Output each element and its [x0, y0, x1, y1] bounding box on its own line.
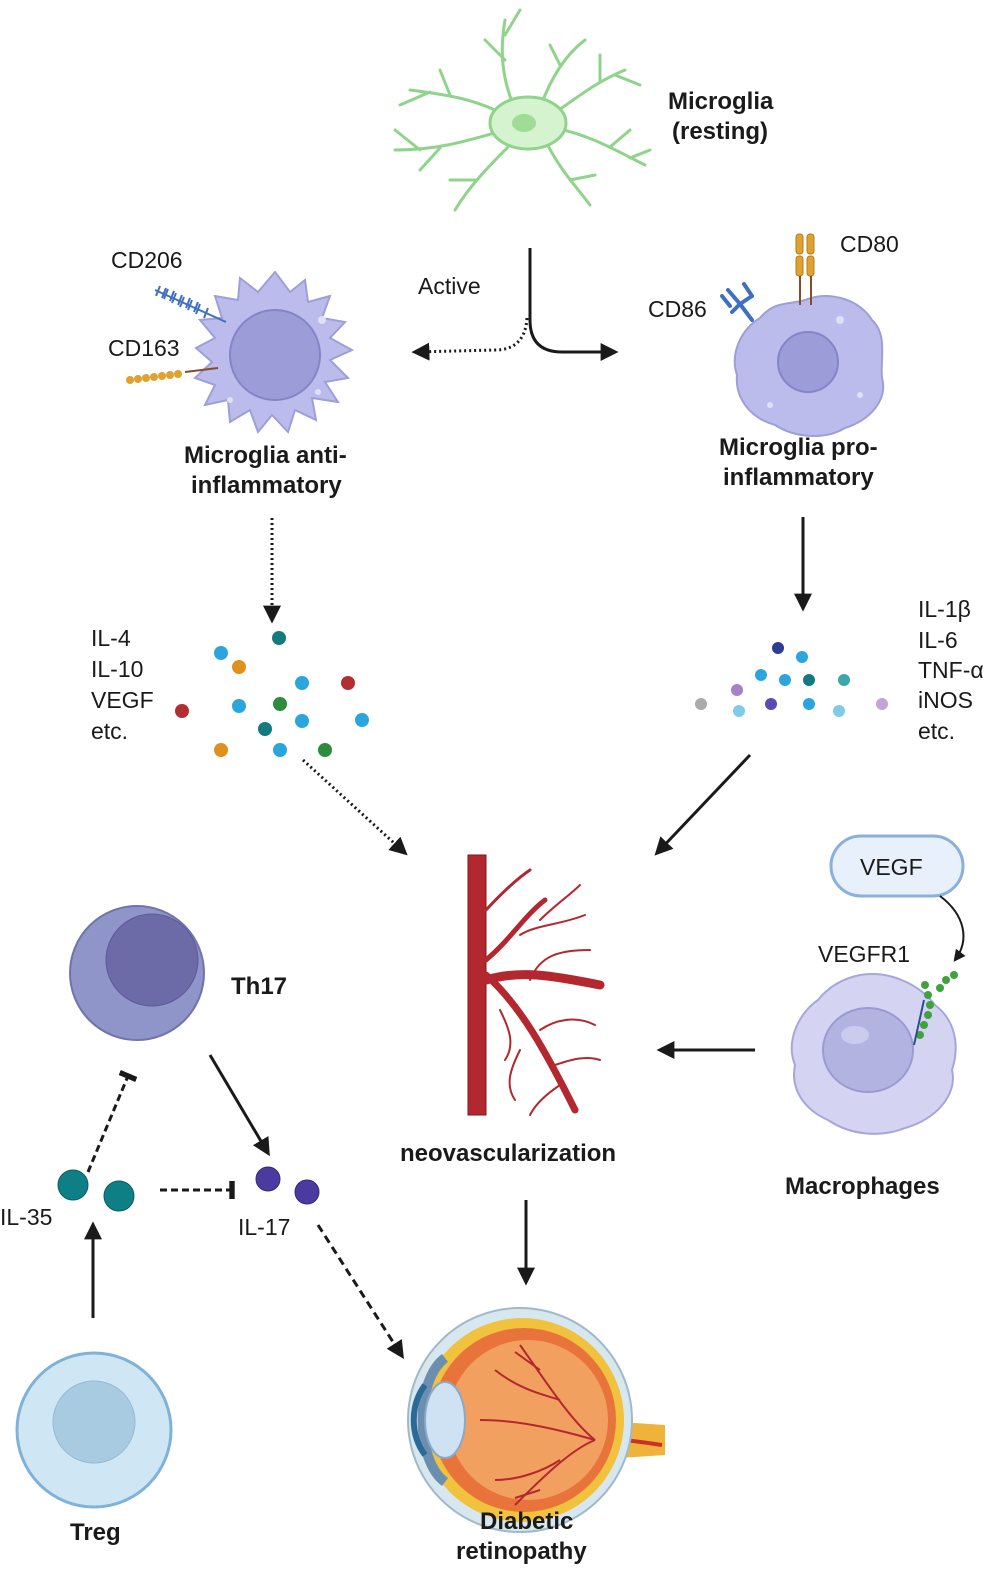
arrow-anti-cytokines-to-vessel [301, 758, 408, 856]
th17-cell-icon [69, 905, 205, 1041]
pro-inflammatory-label-line1: Microglia pro- [719, 434, 878, 461]
resting-microglia-icon [393, 8, 652, 212]
vegfr1-label: VEGFR1 [818, 941, 910, 967]
cd80-label: CD80 [840, 231, 899, 257]
pro-cytokine-1: IL-1β [918, 596, 971, 622]
il35-dots [57, 1169, 135, 1212]
activation-arrow-anti [411, 317, 529, 361]
il17-label: IL-17 [238, 1214, 290, 1240]
th17-label: Th17 [231, 973, 287, 1000]
cd86-label: CD86 [648, 296, 707, 322]
cd163-label: CD163 [108, 335, 180, 361]
anti-cytokine-dots [175, 631, 369, 757]
arrow-il17-to-retinopathy [316, 1224, 404, 1360]
diabetic-retinopathy-label-line1: Diabetic [480, 1508, 573, 1535]
pro-cytokine-3: TNF-α [918, 657, 984, 683]
pro-cytokine-5: etc. [918, 718, 955, 744]
arrow-th17-to-il17 [208, 1054, 270, 1157]
pro-cytokine-4: iNOS [918, 687, 973, 713]
treg-cell-icon [15, 1351, 173, 1509]
microglia-resting-label-line1: Microglia [668, 88, 774, 115]
pro-microglia-icon [720, 233, 885, 437]
anti-cytokine-3: VEGF [91, 687, 154, 713]
arrow-pro-cytokines-to-vessel [654, 753, 752, 856]
anti-cytokine-2: IL-10 [91, 656, 143, 682]
anti-cytokine-1: IL-4 [91, 625, 131, 651]
microglia-resting-label-line2: (resting) [672, 118, 768, 145]
anti-inflammatory-label-line1: Microglia anti- [184, 442, 347, 469]
neovascularization-label: neovascularization [400, 1140, 616, 1167]
vegf-box [829, 834, 965, 898]
diabetic-retinopathy-label-line2: retinopathy [456, 1538, 587, 1565]
eye-icon [407, 1307, 665, 1533]
vegf-label: VEGF [860, 854, 923, 880]
blood-vessel-icon [467, 854, 605, 1116]
anti-microglia-icon [126, 270, 355, 434]
inhibit-il35-th17 [86, 1070, 138, 1173]
anti-cytokine-4: etc. [91, 718, 128, 744]
active-label: Active [418, 273, 481, 299]
macrophage-icon [790, 971, 958, 1135]
arrow-vegf-to-receptor [939, 895, 966, 962]
il17-dots [255, 1166, 320, 1205]
pro-cytokine-2: IL-6 [918, 627, 958, 653]
cd206-label: CD206 [111, 247, 183, 273]
pro-inflammatory-label-line2: inflammatory [723, 464, 874, 491]
activation-arrow-pro [528, 248, 619, 361]
macrophages-label: Macrophages [785, 1173, 940, 1200]
il35-label: IL-35 [0, 1204, 52, 1230]
pro-cytokine-dots [695, 642, 888, 717]
anti-inflammatory-label-line2: inflammatory [191, 472, 342, 499]
treg-label: Treg [70, 1519, 121, 1546]
